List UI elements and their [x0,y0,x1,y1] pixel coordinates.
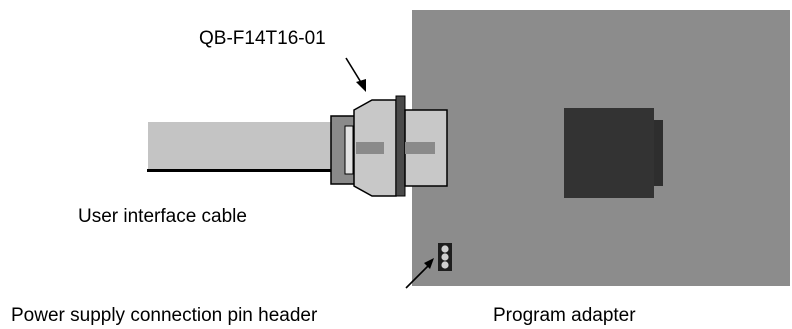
connector-qb-f14t16-01 [330,95,448,197]
part-number-label: QB-F14T16-01 [199,28,326,49]
user-interface-cable-label: User interface cable [78,206,247,227]
adapter-socket [564,108,663,198]
leader-arrow-part-number [345,57,366,92]
program-adapter-label: Program adapter [493,305,636,326]
power-header-label: Power supply connection pin header [11,305,318,326]
pin-header-icon [438,243,452,271]
leader-arrow-pin-header [405,258,434,289]
user-interface-cable [147,122,333,172]
